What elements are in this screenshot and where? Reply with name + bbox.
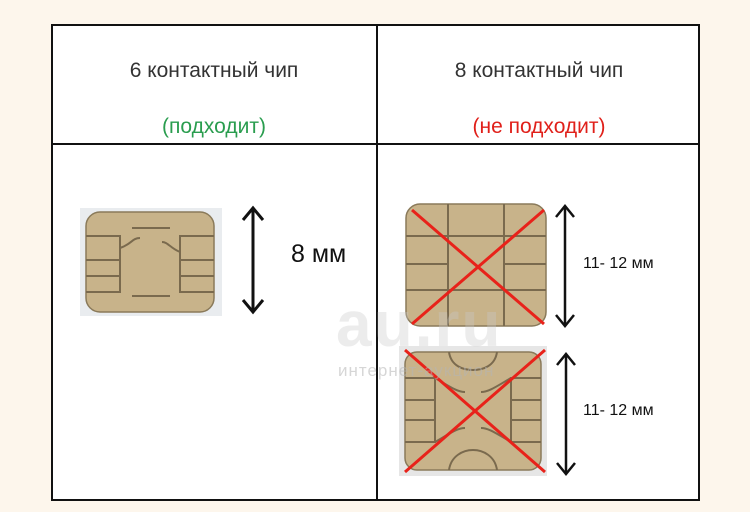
row-divider [53,143,698,145]
col1-title: 6 контактный чип [129,59,299,82]
col2-title: 8 контактный чип [454,59,624,82]
watermark-subtitle: интернет-аукцион [338,361,495,380]
col1-status: (подходит) [162,115,266,138]
dimension-arrow-bottom [556,352,576,476]
col2-status: (не подходит) [472,115,606,138]
column-divider [376,26,378,499]
dimension-arrow-top [555,204,575,328]
watermark-logo: au.ru [336,288,503,360]
eight-contact-chip-image-top [405,203,547,327]
dimension-label-8mm: 8 мм [291,240,347,268]
dimension-label-top: 11- 12 мм [583,255,654,272]
dimension-arrow-8mm [241,205,265,315]
dimension-label-bottom: 11- 12 мм [583,402,654,419]
six-contact-chip-image [80,208,222,316]
eight-contact-chip-image-bottom [399,346,547,476]
